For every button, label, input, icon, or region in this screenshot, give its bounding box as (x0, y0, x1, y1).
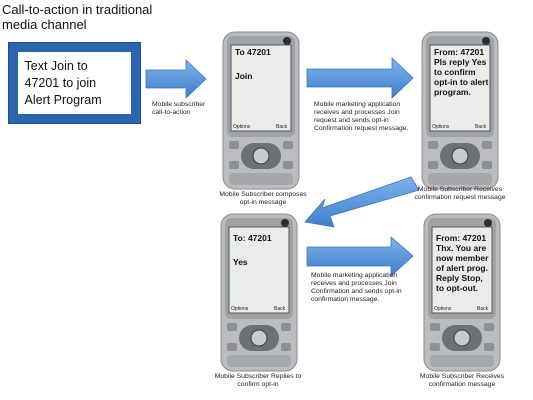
phone-3-softkey-left: Options (231, 306, 249, 312)
caption-phone-1: Mobile Subscriber composes opt-in messag… (219, 191, 307, 206)
phone-2-line2: Pls reply Yes to confirm opt-in to alert… (434, 57, 489, 97)
caption-phone-4: Mobile Subscriber Receives confirmation … (419, 373, 505, 388)
phone-1-softkey-left: Options (233, 124, 251, 130)
phone-3-line1: To: 47201 (233, 233, 272, 243)
caption-arrow-2: Mobile marketing application receives an… (314, 101, 409, 132)
phone-4-softkey-left: Options (434, 306, 452, 312)
caption-arrow-4: Mobile marketing application receives an… (311, 272, 402, 303)
phone-4: From: 47201 Thx. You are now member of a… (422, 213, 502, 372)
phone-3: To: 47201 Yes Options Back (219, 213, 299, 372)
phone-2-body (421, 31, 499, 190)
cta-title: Call-to-action in traditional media chan… (2, 2, 153, 32)
phone-4-softkey-right: Back (477, 306, 489, 312)
caption-phone-3: Mobile Subscriber Replies to confirm opt… (214, 373, 302, 388)
phone-1-line2: Join (235, 71, 253, 81)
phone-4-body (423, 213, 501, 372)
phone-1: To 47201 Join Options Back (221, 31, 301, 190)
phone-1-body (222, 31, 300, 190)
phone-3-softkey-right: Back (274, 306, 286, 312)
cta-text: Text Join to 47201 to join Alert Program (24, 58, 102, 107)
phone-2-softkey-right: Back (475, 124, 487, 130)
phone-4-line2: Thx. You are now member of alert prog. R… (436, 243, 489, 293)
phone-1-softkey-right: Back (276, 124, 288, 130)
phone-1-line1: To 47201 (235, 47, 271, 57)
phone-2: From: 47201 Pls reply Yes to confirm opt… (420, 31, 500, 190)
arrow-2 (306, 57, 414, 99)
caption-arrow-1: Mobile subscriber call-to-action (152, 101, 206, 116)
cta-box: Text Join to 47201 to join Alert Program (8, 42, 141, 124)
phone-3-body (220, 213, 298, 372)
arrow-4 (306, 236, 414, 277)
phone-2-softkey-left: Options (432, 124, 450, 130)
phone-4-line1: From: 47201 (436, 233, 487, 243)
caption-phone-2: Mobile Subscriber Receives confirmation … (414, 186, 506, 201)
phone-2-line1: From: 47201 (434, 47, 485, 57)
phone-3-line2: Yes (233, 257, 248, 267)
cta-box-inner: Text Join to 47201 to join Alert Program (18, 52, 131, 114)
arrow-3 (304, 176, 420, 228)
arrow-1 (145, 59, 207, 99)
